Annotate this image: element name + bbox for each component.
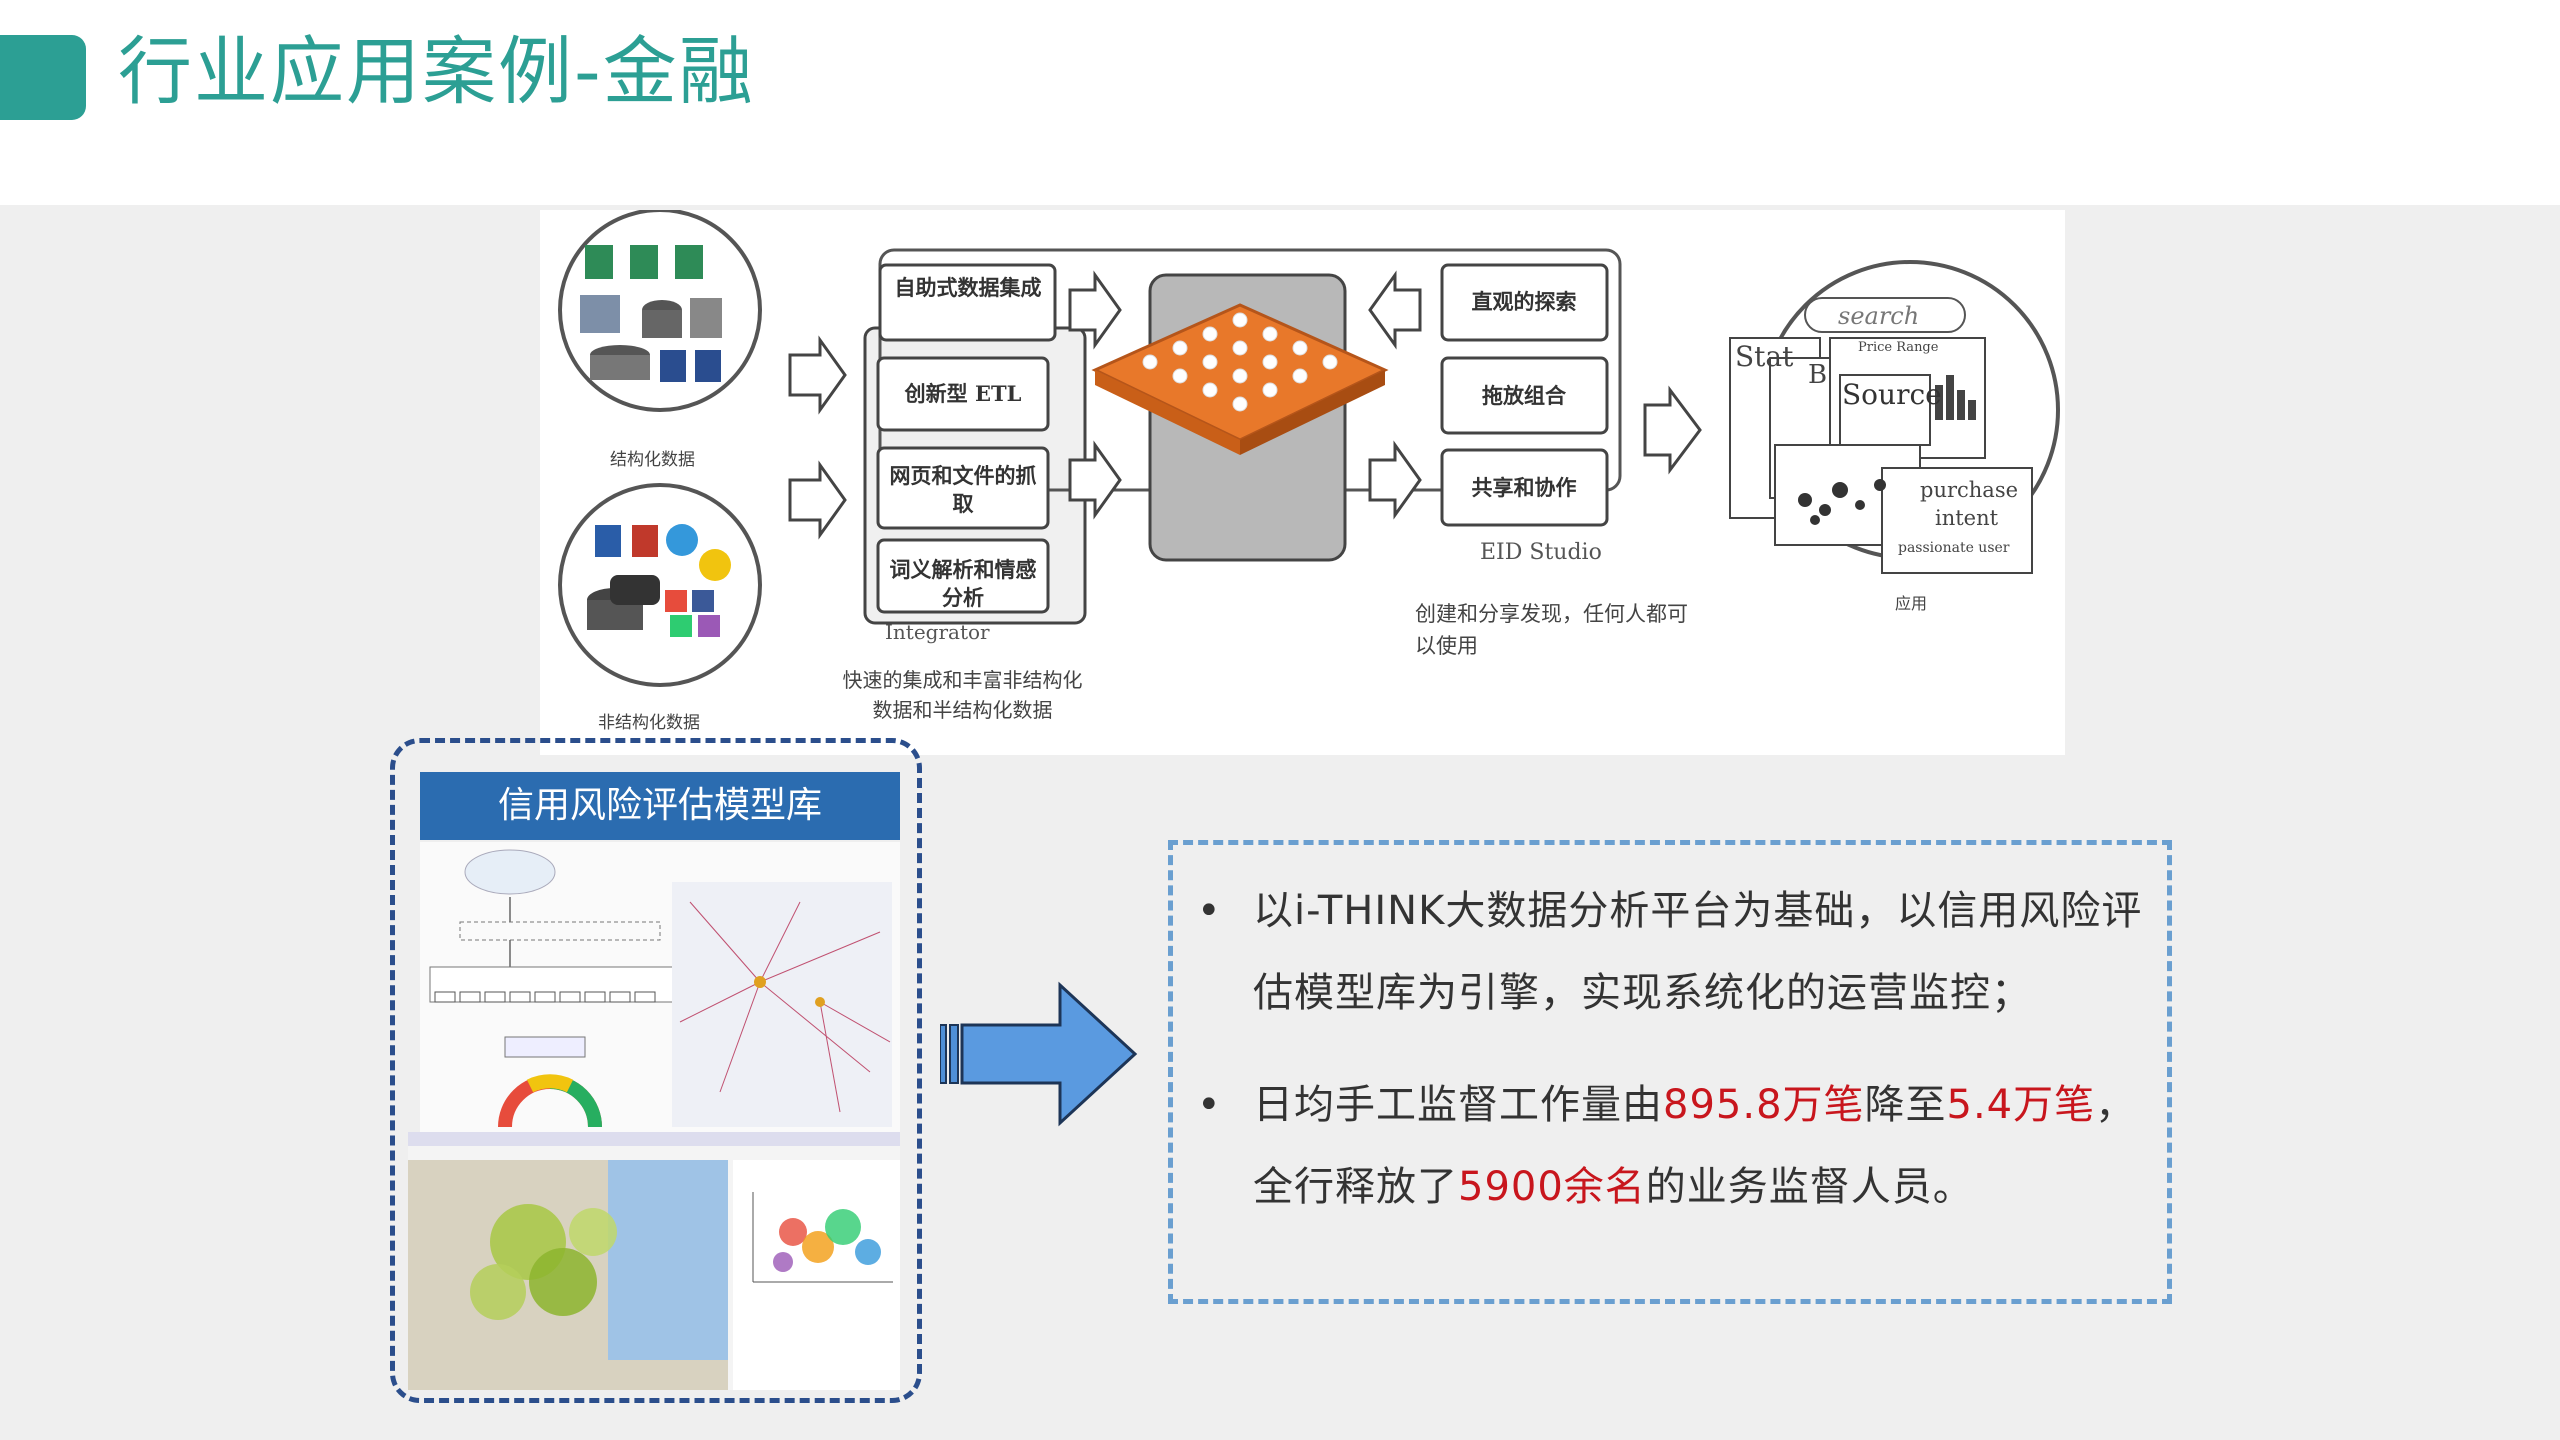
application-label: 应用 [1895,594,1928,613]
app-user-text: passionate user [1898,540,2010,556]
studio-box-1-label: 直观的探索 [1471,289,1577,314]
arrow-to-application [1643,385,1702,475]
big-right-arrow-icon [939,981,1138,1127]
bullet-2-text-part-1: 日均手工监督工作量由 [1253,1082,1663,1128]
arrow-unstructured-to-integrator [788,460,847,540]
arrow-structured-to-integrator [788,335,847,415]
app-stat-text: Stat [1735,340,1794,373]
integrator-box-2-label: 创新型 ETL [904,381,1022,406]
integrator-box-4-label: 词义解析和情感分析 [889,557,1037,610]
app-price-range-text: Price Range [1858,340,1939,355]
title-accent-tab [0,35,86,120]
bullet-2-text-part-3: ，全行释放了 [1253,1082,2137,1210]
application-icon [1729,260,2060,574]
app-search-text: search [1838,302,1920,330]
integrator-box-1-label: 自助式数据集成 [894,275,1042,300]
studio-label: EID Studio [1480,540,1602,565]
structured-data-icon [558,210,762,412]
summary-frame [1168,840,2172,1304]
model-library-title: 信用风险评估模型库 [420,772,900,840]
integrator-box-2 [876,356,1050,432]
studio-box-3 [1440,448,1609,527]
bullet-2-text-part-2: 降至 [1864,1082,1947,1128]
integrator-label: Integrator [885,620,990,644]
app-b-text: B [1808,360,1828,390]
integrator-box-3-label: 网页和文件的抓取 [889,463,1037,516]
engine-grid-icon [1091,303,1389,455]
model-flow-graphic [429,849,892,1128]
integrator-caption: 快速的集成和丰富非结构化数据和半结构化数据 [842,668,1083,722]
model-map-graphic [408,1132,900,1390]
integrator-box-3 [876,446,1050,530]
app-purchase-text: purchase [1920,478,2019,502]
structured-data-label: 结构化数据 [610,450,695,470]
architecture-diagram-graphic [558,210,2060,687]
bullet-2-highlight-3: 5900余名 [1458,1164,1646,1210]
app-intent-text: intent [1935,506,1999,530]
model-library-frame [390,738,922,1403]
bullet-2-highlight-1: 895.8万笔 [1663,1082,1865,1128]
bullet-2-highlight-2: 5.4万笔 [1946,1082,2096,1128]
unstructured-data-icon [558,483,762,687]
model-map-screenshot [408,1132,900,1390]
bullet-1-text: 以i-THINK大数据分析平台为基础，以信用风险评估模型库为引擎，实现系统化的运… [1253,888,2143,1016]
bullet-2-text-part-4: 的业务监督人员。 [1645,1164,1974,1210]
studio-caption: 创建和分享发现，任何人都可以使用 [1415,602,1688,658]
integrator-box-4 [876,538,1050,614]
big-right-arrow [939,980,1140,1144]
studio-box-2-label: 拖放组合 [1482,383,1566,408]
integrator-box-1 [878,263,1057,342]
page-title: 行业应用案例-金融 [118,29,755,115]
unstructured-data-label: 非结构化数据 [598,713,700,733]
bullet-dot-2: • [1197,1082,1222,1128]
studio-box-3-label: 共享和协作 [1471,475,1577,500]
summary-bullets: • 以i-THINK大数据分析平台为基础，以信用风险评估模型库为引擎，实现系统化… [1185,870,2165,1228]
bullet-dot-1: • [1197,888,1222,934]
arrow-engine-to-studio [1368,440,1422,520]
bullet-item-1: • 以i-THINK大数据分析平台为基础，以信用风险评估模型库为引擎，实现系统化… [1185,870,2165,1034]
arrow-studio-to-engine [1368,270,1422,350]
model-flow-screenshot [420,842,900,1132]
studio-box-1 [1440,263,1609,342]
arrow-into-engine-1 [1068,270,1122,350]
architecture-diagram: 结构化数据 非结构化数据 自助式数据集成 创新型 ETL 网页和文件的抓取 词义… [540,210,2065,755]
app-source-text: Source [1842,378,1942,411]
bullet-item-2: • 日均手工监督工作量由895.8万笔降至5.4万笔，全行释放了5900余名的业… [1185,1064,2165,1228]
studio-box-2 [1440,356,1609,435]
arrow-into-engine-2 [1068,440,1122,520]
